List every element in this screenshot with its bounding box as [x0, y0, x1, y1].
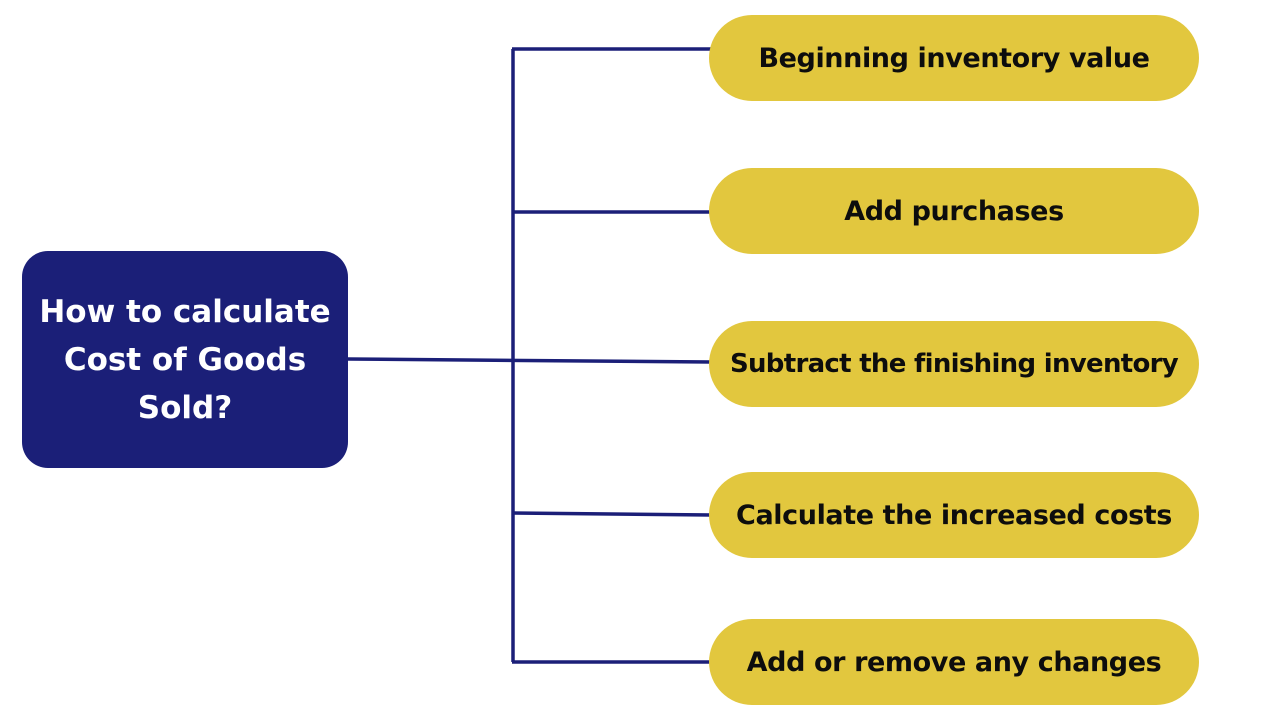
root-node: How to calculate Cost of Goods Sold? [22, 251, 348, 468]
step-node-2: Add purchases [709, 168, 1199, 254]
step-node-4: Calculate the increased costs [709, 472, 1199, 558]
step-node-3: Subtract the finishing inventory [709, 321, 1199, 407]
step-label-1: Beginning inventory value [758, 42, 1150, 74]
connector-root-link [347, 357, 712, 364]
step-label-3: Subtract the finishing inventory [729, 349, 1179, 379]
root-title-line-2: Cost of Goods [63, 341, 307, 378]
root-title-line-1: How to calculate [39, 293, 331, 330]
root-title: How to calculate Cost of Goods Sold? [39, 288, 330, 432]
root-title-line-3: Sold? [137, 389, 233, 426]
step-label-5: Add or remove any changes [746, 646, 1162, 678]
step-node-5: Add or remove any changes [709, 619, 1199, 705]
step-label-4: Calculate the increased costs [736, 499, 1172, 531]
connector-branch-4 [511, 511, 712, 517]
step-node-1: Beginning inventory value [709, 15, 1199, 101]
step-label-2: Add purchases [844, 195, 1064, 227]
